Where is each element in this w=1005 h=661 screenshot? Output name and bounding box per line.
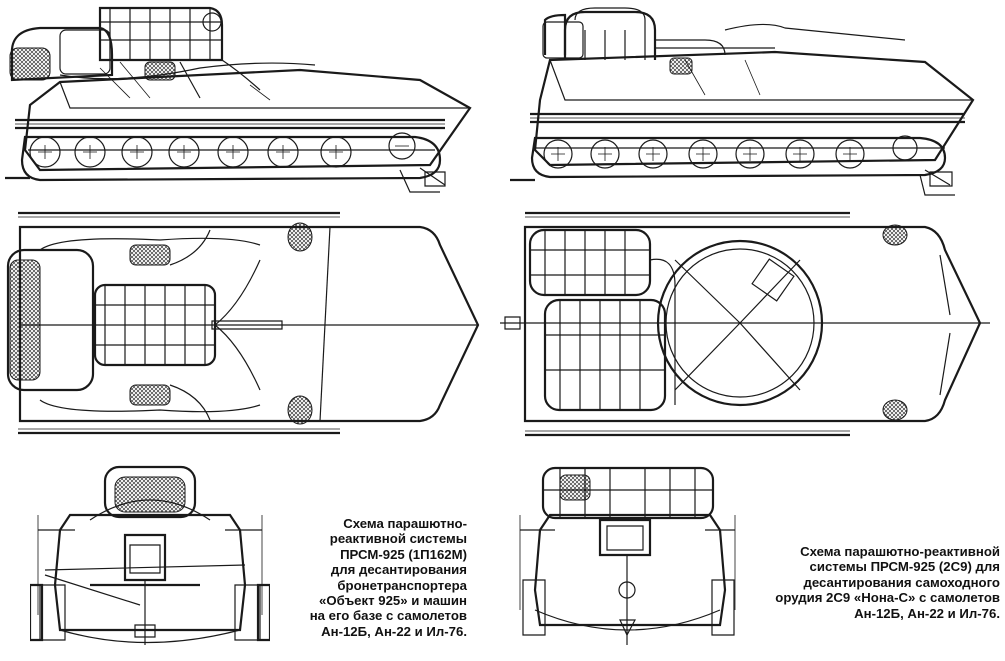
apc-side-view-drawing xyxy=(0,0,480,200)
road-wheels xyxy=(544,136,917,168)
spg-front-view-drawing xyxy=(515,460,740,655)
caption-line: ПРСМ-925 (1П162М) xyxy=(340,546,467,562)
hatch-top xyxy=(288,223,312,251)
parachute-frame xyxy=(543,8,905,95)
caption-line: «Объект 925» и машин xyxy=(319,593,467,609)
caption-line: Ан-12Б, Ан-22 и Ил-76. xyxy=(854,605,1000,621)
apc-front-view-drawing xyxy=(30,455,270,655)
caption-line: Схема парашютно- xyxy=(343,516,467,531)
caption-line: Ан-12Б, Ан-22 и Ил-76. xyxy=(321,623,467,639)
caption-line: бронетранспортера xyxy=(337,577,467,593)
caption-line: Схема парашютно-реактивной xyxy=(800,544,1000,559)
parachute-container xyxy=(10,8,315,100)
hatch-bottom xyxy=(288,396,312,424)
hatch-bottom xyxy=(883,400,907,420)
caption-line: системы ПРСМ-925 (2С9) для xyxy=(809,559,1001,575)
caption-line: реактивной системы xyxy=(329,531,467,547)
spg-top-view-drawing xyxy=(500,205,995,445)
hatch-top xyxy=(883,225,907,245)
road-wheels xyxy=(30,133,415,167)
caption-line: десантирования самоходного xyxy=(803,574,1001,590)
apc-top-view-drawing xyxy=(0,205,485,445)
caption-line: орудия 2С9 «Нона-С» с самолетов xyxy=(775,590,1000,606)
caption-line: для десантирования xyxy=(330,562,467,578)
caption-apc: Схема парашютно- реактивной системы ПРСМ… xyxy=(262,516,467,639)
parachute-packs-top xyxy=(530,230,675,410)
spg-side-view-drawing xyxy=(505,0,1000,200)
parachute-pack-top xyxy=(8,230,260,420)
caption-spg: Схема парашютно-реактивной системы ПРСМ-… xyxy=(760,544,1000,621)
caption-line: на его базе с самолетов xyxy=(309,608,467,624)
